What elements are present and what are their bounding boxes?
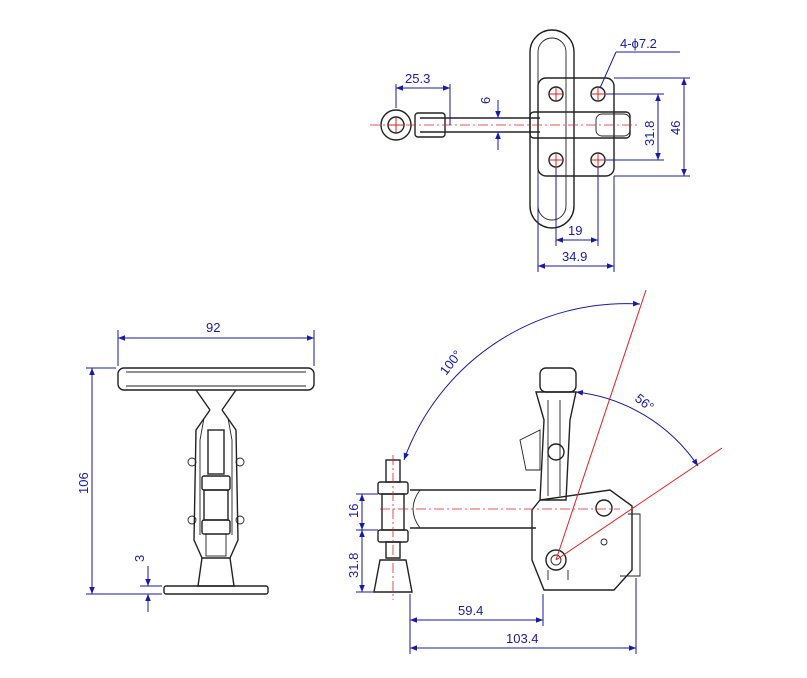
side-view: 100° 56° 16 31.8 59.4 103.4: [346, 289, 723, 654]
front-t-handle: [117, 367, 315, 391]
front-handle-stem: [195, 389, 237, 411]
dim-hole-h-label: 19: [568, 223, 582, 238]
release-angle-ray: [555, 447, 723, 561]
side-body: [531, 489, 633, 591]
top-handle-inner: [537, 37, 567, 221]
top-arm: [420, 117, 540, 133]
dim-reach-1-label: 59.4: [458, 603, 483, 618]
side-arm: [410, 489, 536, 529]
dim-base-v-label: 46: [668, 121, 683, 135]
front-base-plate: [163, 585, 269, 595]
front-view: 92 106 3: [76, 320, 315, 612]
dim-base-h-label: 34.9: [562, 249, 587, 264]
side-handle-top: [539, 367, 577, 393]
dim-reach-label: 25.3: [405, 71, 430, 86]
angle-arc-release: [575, 390, 699, 467]
side-pivot-lower: [545, 549, 567, 571]
hole-callout-label: 4-ϕ7.2: [620, 36, 657, 51]
top-view: 25.3 6 4-ϕ7.2 31.8 46 19 34.9: [370, 29, 690, 272]
front-nut-upper: [201, 475, 231, 491]
front-rubber-tip: [197, 557, 235, 587]
front-body: [193, 409, 239, 559]
angle-arc-open: [403, 300, 641, 461]
angle-open-label: 100°: [437, 347, 465, 377]
dim-bar-label: 6: [478, 97, 493, 104]
front-spindle-upper: [207, 429, 225, 475]
front-spindle-body: [203, 489, 229, 521]
top-base-plate: [537, 77, 615, 177]
front-nut-lower: [201, 519, 231, 535]
dim-height-label: 106: [76, 472, 91, 494]
side-handle-lever: [535, 391, 577, 501]
dim-base-thickness-label: 3: [132, 555, 147, 562]
dim-reach-2-label: 103.4: [506, 631, 539, 646]
dim-spindle-block-label: 16: [346, 504, 361, 518]
dim-spindle-height-label: 31.8: [346, 553, 361, 578]
dim-handle-width-label: 92: [206, 320, 220, 335]
top-handle-bar: [529, 29, 575, 229]
side-pivot-upper: [595, 499, 613, 517]
mounting-holes: [548, 86, 606, 168]
dim-hole-v-label: 31.8: [642, 121, 657, 146]
side-rubber-tip: [373, 559, 413, 593]
